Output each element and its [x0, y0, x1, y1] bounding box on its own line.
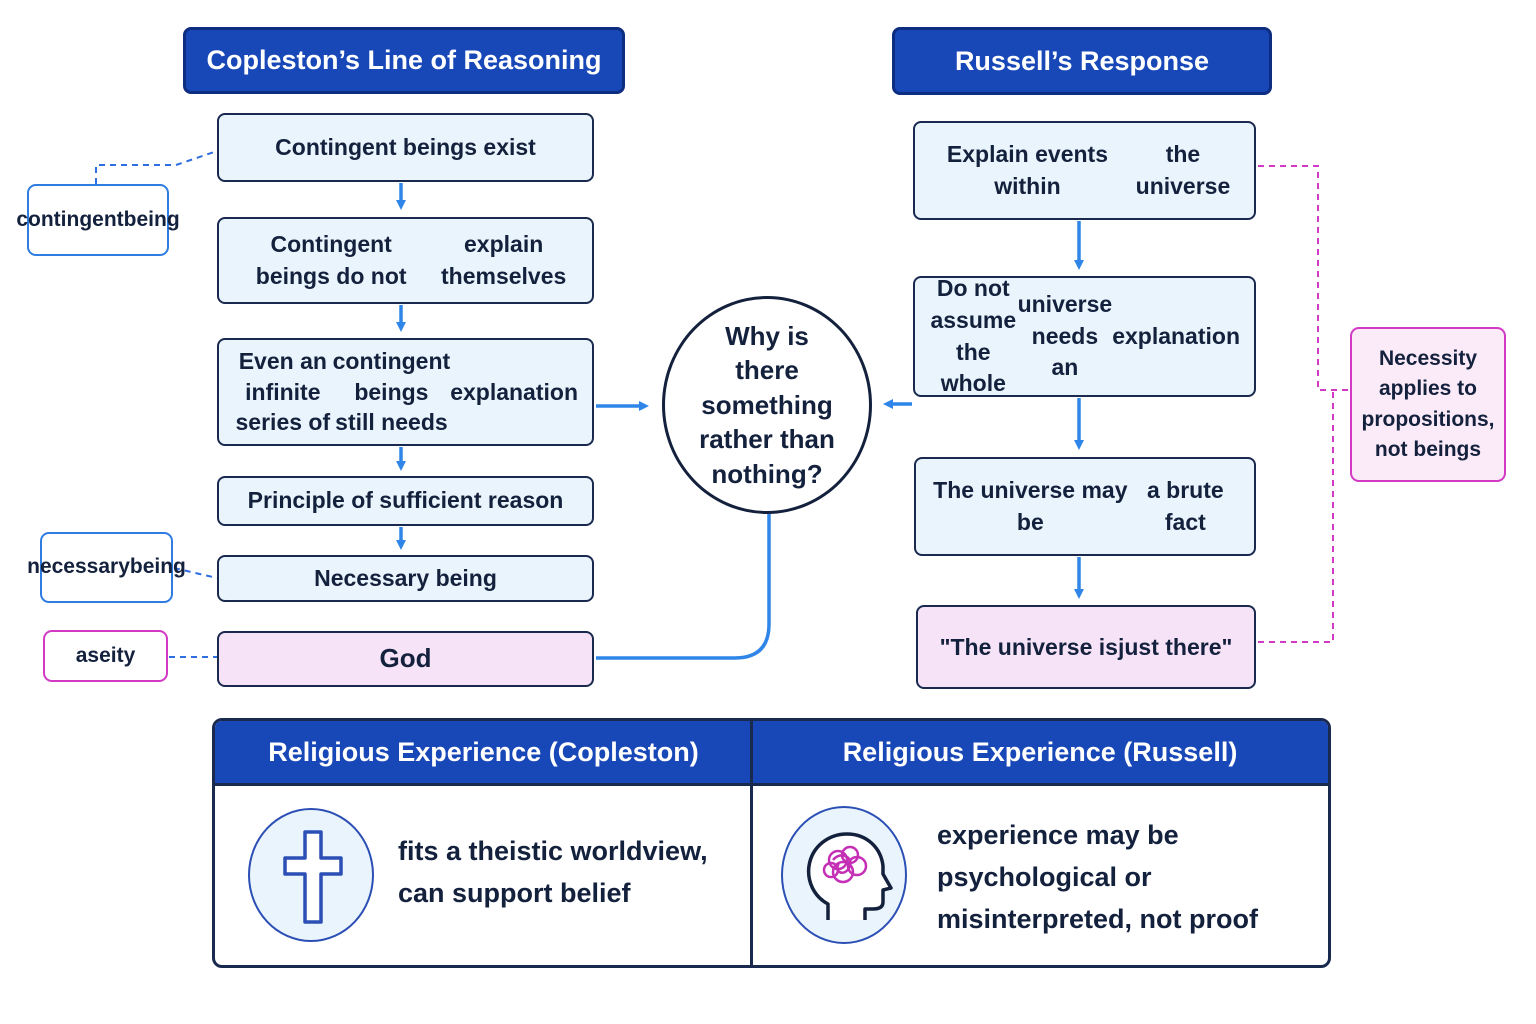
step-line: Necessary being: [314, 564, 497, 591]
religious-experience-table: Religious Experience (Copleston) Religio…: [212, 718, 1331, 968]
tag-line: being: [123, 207, 180, 231]
step-line: God: [379, 643, 432, 674]
note-line: applies to: [1378, 377, 1478, 401]
step-line: Contingent beings do not: [255, 230, 407, 289]
russell-header: Russell’s Response: [892, 27, 1272, 95]
question-line: Why is: [725, 320, 809, 351]
text-line: experience may be: [937, 820, 1179, 850]
tag-necessary-being: necessary being: [27, 532, 186, 603]
tag-line: necessary: [27, 555, 130, 579]
tag-connectors: [95, 150, 218, 579]
russell-step-1: Explain events within the universe: [913, 121, 1256, 220]
tag-contingent-being: contingent being: [16, 184, 180, 256]
text-line: can support belief: [398, 877, 631, 908]
copleston-step-2: Contingent beings do not explain themsel…: [217, 217, 594, 304]
step-line: universe needs an: [1017, 290, 1113, 381]
copleston-step-4: Principle of sufficient reason: [217, 476, 594, 526]
head-brain-icon: [781, 806, 907, 944]
step-line: Even an infinite series of: [235, 348, 331, 436]
step-line: Principle of sufficient reason: [247, 487, 564, 514]
step-line: Contingent beings exist: [275, 133, 536, 160]
question-line: rather than: [699, 424, 835, 455]
note-line: propositions,: [1361, 407, 1495, 431]
step-line: just there": [1117, 633, 1233, 660]
table-column-divider: [750, 721, 753, 965]
step-line: "The universe is: [939, 633, 1118, 660]
step-line: The universe may be: [933, 476, 1128, 535]
russell-step-2: Do not assume the whole universe needs a…: [913, 275, 1256, 397]
text-line: misinterpreted, not proof: [937, 903, 1259, 934]
copleston-step-god: God: [217, 631, 594, 687]
question-line: there something: [701, 355, 833, 420]
russell-step-4: "The universe is just there": [916, 605, 1256, 689]
russell-step-3: The universe may be a brute fact: [914, 457, 1256, 556]
step-line: contingent beings still needs: [332, 348, 451, 436]
russell-note-bracket: [1258, 165, 1350, 643]
copleston-step-5: Necessary being: [217, 555, 594, 602]
question-line: nothing?: [711, 458, 823, 489]
note-line: not beings: [1374, 437, 1482, 461]
table-header-copleston: Religious Experience (Copleston): [215, 721, 752, 783]
copleston-experience-text: fits a theistic worldview, can support b…: [398, 831, 738, 915]
tag-line: contingent: [16, 207, 124, 231]
text-line: psychological or: [937, 861, 1152, 892]
step-line: explanation: [1112, 322, 1240, 349]
god-to-question-connector: [596, 514, 771, 660]
step-line: a brute fact: [1146, 476, 1224, 535]
step-line: the universe: [1135, 140, 1231, 199]
step-line: explanation: [450, 378, 578, 405]
russell-experience-text: experience may be psychological or misin…: [937, 815, 1317, 941]
table-header-russell: Religious Experience (Russell): [752, 721, 1328, 783]
copleston-header: Copleston’s Line of Reasoning: [183, 27, 625, 94]
russell-note-necessity: Necessity applies to propositions, not b…: [1350, 327, 1506, 482]
copleston-step-1: Contingent beings exist: [217, 113, 594, 182]
tag-line: being: [129, 555, 186, 579]
copleston-step-3: Even an infinite series of contingent be…: [217, 338, 594, 446]
tag-aseity: aseity: [43, 630, 168, 682]
text-line: fits a theistic worldview,: [398, 836, 708, 866]
cross-icon: [248, 808, 374, 942]
step-line: Explain events within: [946, 140, 1108, 199]
central-question: Why is there something rather than nothi…: [662, 296, 872, 514]
step-line: Do not assume the whole: [930, 275, 1017, 397]
table-header-divider: [215, 783, 1328, 786]
note-line: Necessity: [1378, 346, 1478, 370]
step-line: explain themselves: [441, 230, 567, 289]
